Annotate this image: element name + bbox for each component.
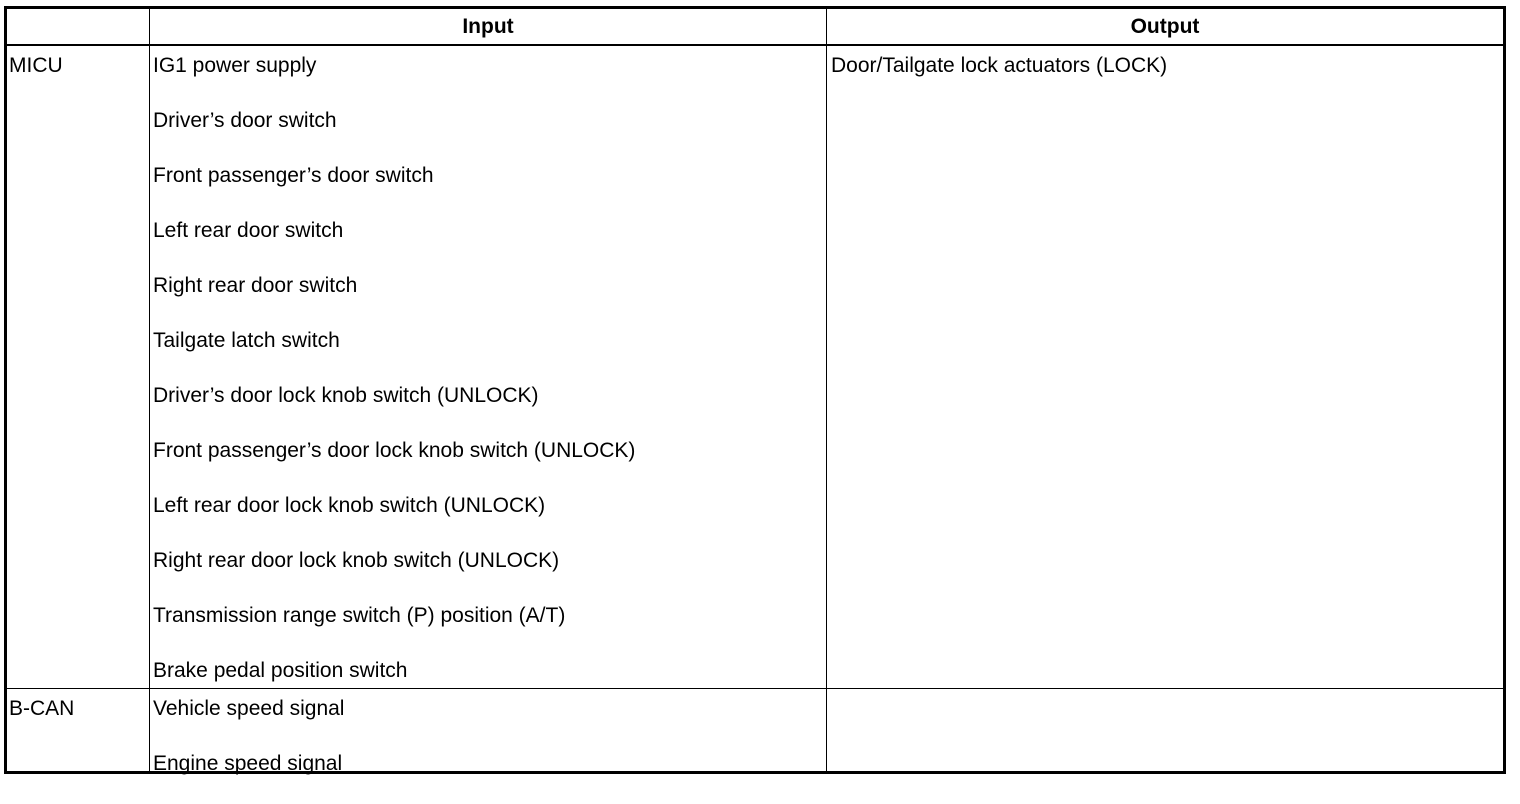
column-divider bbox=[149, 46, 150, 688]
header-row: Input Output bbox=[7, 9, 1503, 46]
io-table: Input Output MICU IG1 power supply Drive… bbox=[4, 6, 1506, 775]
input-item: Front passenger’s door lock knob switch … bbox=[153, 439, 636, 462]
output-item: Door/Tailgate lock actuators (LOCK) bbox=[831, 54, 1168, 77]
table-row-micu: MICU IG1 power supply Driver’s door swit… bbox=[7, 46, 1503, 689]
input-item: Brake pedal position switch bbox=[153, 659, 408, 682]
input-item: Front passenger’s door switch bbox=[153, 164, 434, 187]
header-output: Output bbox=[1130, 15, 1200, 38]
input-item: Left rear door lock knob switch (UNLOCK) bbox=[153, 494, 546, 517]
table-row-bcan: B-CAN Vehicle speed signal Engine speed … bbox=[7, 689, 1503, 775]
input-item: Tailgate latch switch bbox=[153, 329, 340, 352]
input-item: Right rear door lock knob switch (UNLOCK… bbox=[153, 549, 560, 572]
header-input: Input bbox=[462, 15, 514, 38]
input-item: Engine speed signal bbox=[153, 752, 343, 775]
input-item: Left rear door switch bbox=[153, 219, 344, 242]
column-divider bbox=[826, 689, 827, 771]
input-item: Right rear door switch bbox=[153, 274, 358, 297]
output-list-micu: Door/Tailgate lock actuators (LOCK) bbox=[831, 51, 1167, 106]
input-list-micu: IG1 power supply Driver’s door switch Fr… bbox=[153, 51, 635, 711]
input-item: Vehicle speed signal bbox=[153, 697, 345, 720]
input-item: IG1 power supply bbox=[153, 54, 317, 77]
column-divider bbox=[149, 689, 150, 771]
unit-label-bcan: B-CAN bbox=[9, 697, 75, 720]
input-item: Transmission range switch (P) position (… bbox=[153, 604, 566, 627]
input-item: Driver’s door lock knob switch (UNLOCK) bbox=[153, 384, 539, 407]
column-divider bbox=[826, 46, 827, 688]
column-divider bbox=[149, 9, 150, 44]
input-list-bcan: Vehicle speed signal Engine speed signal bbox=[153, 694, 344, 804]
column-divider bbox=[826, 9, 827, 44]
unit-label-micu: MICU bbox=[9, 54, 63, 77]
input-item: Driver’s door switch bbox=[153, 109, 337, 132]
